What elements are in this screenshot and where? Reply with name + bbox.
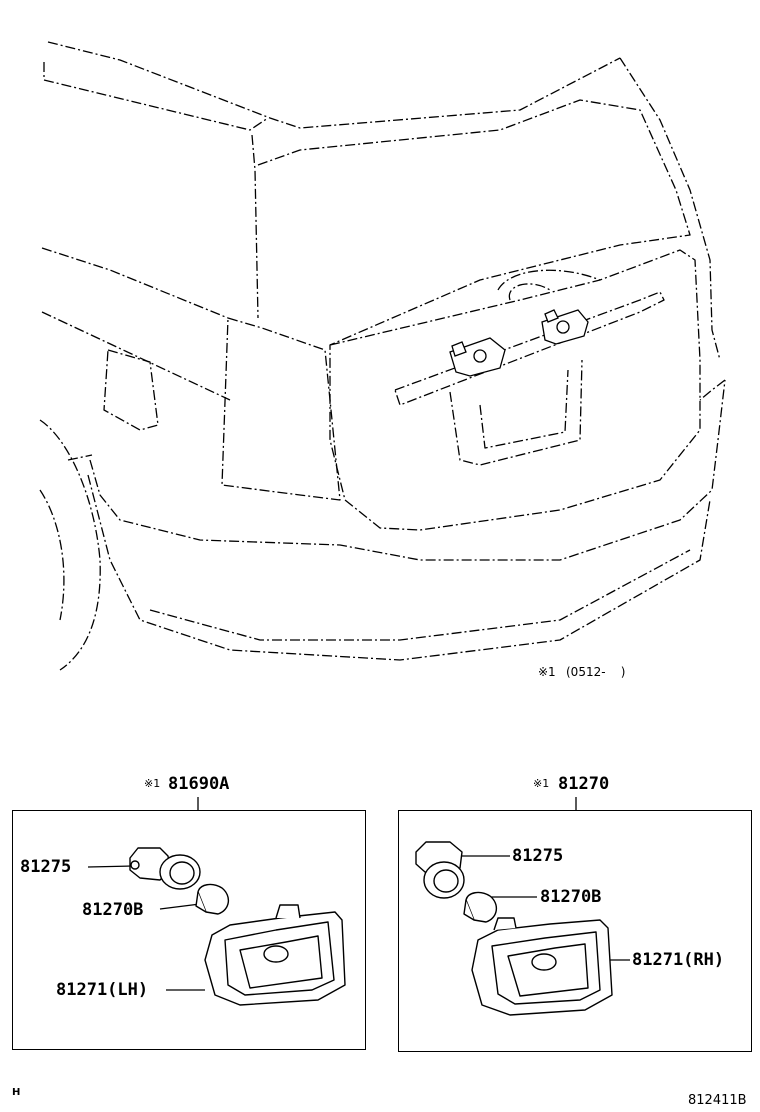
wheel-arch (39, 419, 101, 671)
kit-lh-part-number: 81690A (168, 774, 230, 794)
kit-lh-box (12, 810, 366, 1050)
callout-lh-lens: 81271(LH) (56, 980, 149, 1000)
tail-lamp (221, 317, 341, 501)
kit-lh-note: ※1 (144, 777, 161, 790)
rear-window (257, 99, 691, 346)
kit-rh-box (398, 810, 752, 1052)
kit-rh-part-number: 81270 (558, 774, 610, 794)
vehicle-range-mark: ※1 (538, 665, 556, 679)
roof-outline (47, 41, 621, 129)
bulb-81270b-rh (465, 891, 497, 923)
bulb-81270b-lh (197, 883, 229, 915)
vehicle-range-text: (0512- ) (566, 665, 626, 679)
kit-rh-note: ※1 (533, 777, 550, 790)
callout-lh-socket: 81275 (20, 857, 72, 877)
garnish-bar (394, 291, 665, 406)
callout-lh-bulb: 81270B (82, 900, 144, 920)
tailgate (329, 249, 701, 531)
callout-rh-bulb: 81270B (540, 887, 602, 907)
footer-code: H (12, 1087, 21, 1098)
license-plate-recess (449, 359, 583, 466)
callout-rh-lens: 81271(RH) (632, 950, 725, 970)
callout-rh-socket: 81275 (512, 846, 564, 866)
figure-id: 812411B (688, 1093, 747, 1108)
rear-bumper (89, 379, 726, 561)
